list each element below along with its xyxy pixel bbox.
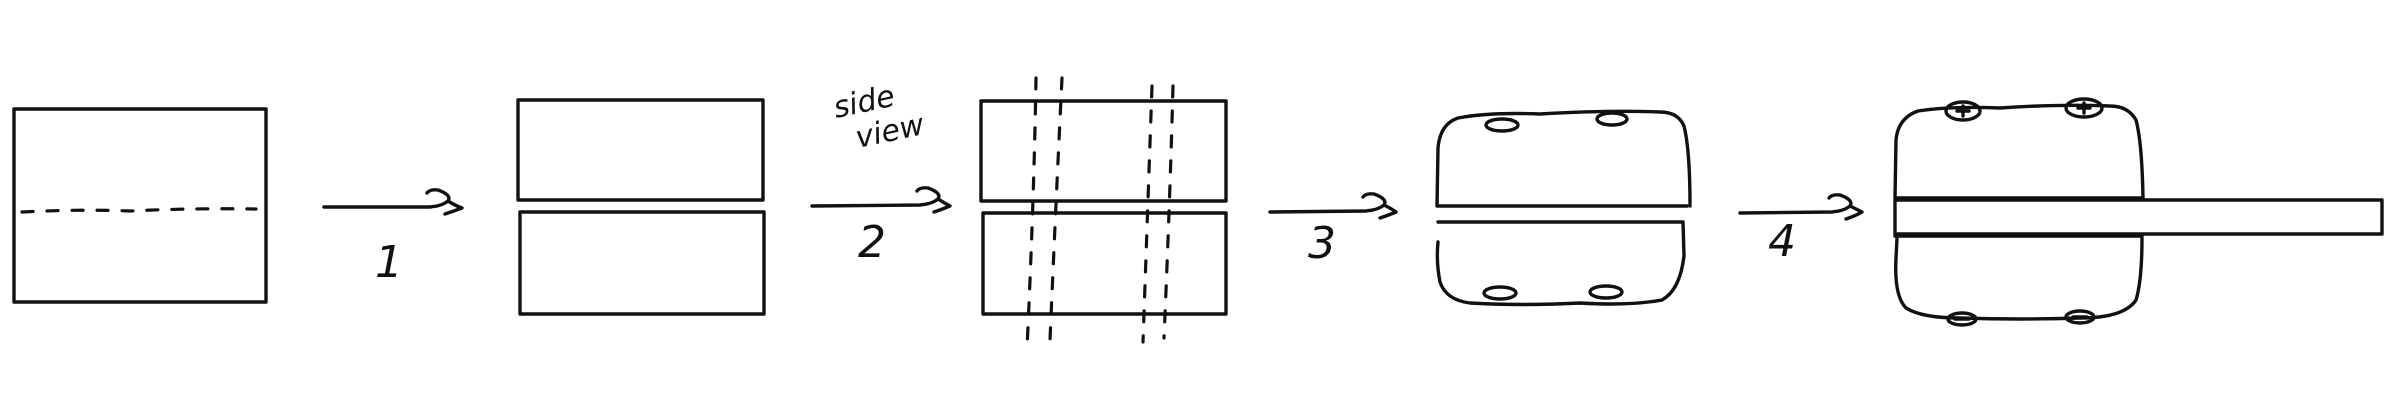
step-2: 2 — [810, 186, 952, 268]
screw-bottom-right — [2064, 309, 2096, 325]
screw-bottom-left — [1946, 311, 1978, 327]
screw-top-left — [1944, 100, 1982, 122]
rounded-bottom-half — [1435, 220, 1686, 307]
step-3-arrow — [1268, 192, 1398, 220]
step-2-arrow — [810, 186, 952, 214]
fold-line — [20, 207, 258, 214]
side-view-note: side view — [830, 79, 927, 156]
stage-flat-sheet — [12, 107, 268, 304]
bottom-panel — [981, 211, 1228, 316]
stitch-line-4 — [1162, 84, 1175, 340]
hole-top-left — [1484, 117, 1520, 133]
step-4: 4 — [1738, 193, 1864, 267]
step-4-number: 4 — [1768, 216, 1796, 267]
stage-folded-halves — [516, 98, 766, 316]
top-half — [516, 98, 765, 202]
assembled-top-half — [1893, 103, 2145, 200]
stage-assembled — [1893, 97, 2384, 327]
assembled-bottom-half — [1894, 236, 2144, 321]
hole-top-right — [1595, 111, 1629, 127]
screw-top-right — [2064, 97, 2104, 119]
rounded-top-half — [1435, 109, 1692, 208]
step-3: 3 — [1268, 192, 1398, 269]
rail-bar — [1893, 198, 2384, 236]
stage-rounded-halves — [1435, 109, 1692, 307]
stitch-line-2 — [1048, 76, 1064, 342]
stitch-line-3 — [1141, 84, 1154, 344]
step-4-arrow — [1738, 193, 1864, 221]
flat-sheet — [12, 107, 268, 304]
step-1: 1 — [322, 188, 464, 288]
step-1-arrow — [322, 188, 464, 216]
step-1-number: 1 — [375, 237, 403, 288]
stage-stitch-lines — [979, 76, 1228, 350]
step-3-number: 3 — [1308, 218, 1336, 269]
top-panel — [979, 99, 1228, 203]
step-2-number: 2 — [858, 217, 886, 268]
hole-bottom-left — [1482, 285, 1518, 301]
bottom-half — [518, 210, 766, 316]
stitch-line-1 — [1025, 76, 1038, 350]
hole-bottom-right — [1588, 284, 1624, 300]
